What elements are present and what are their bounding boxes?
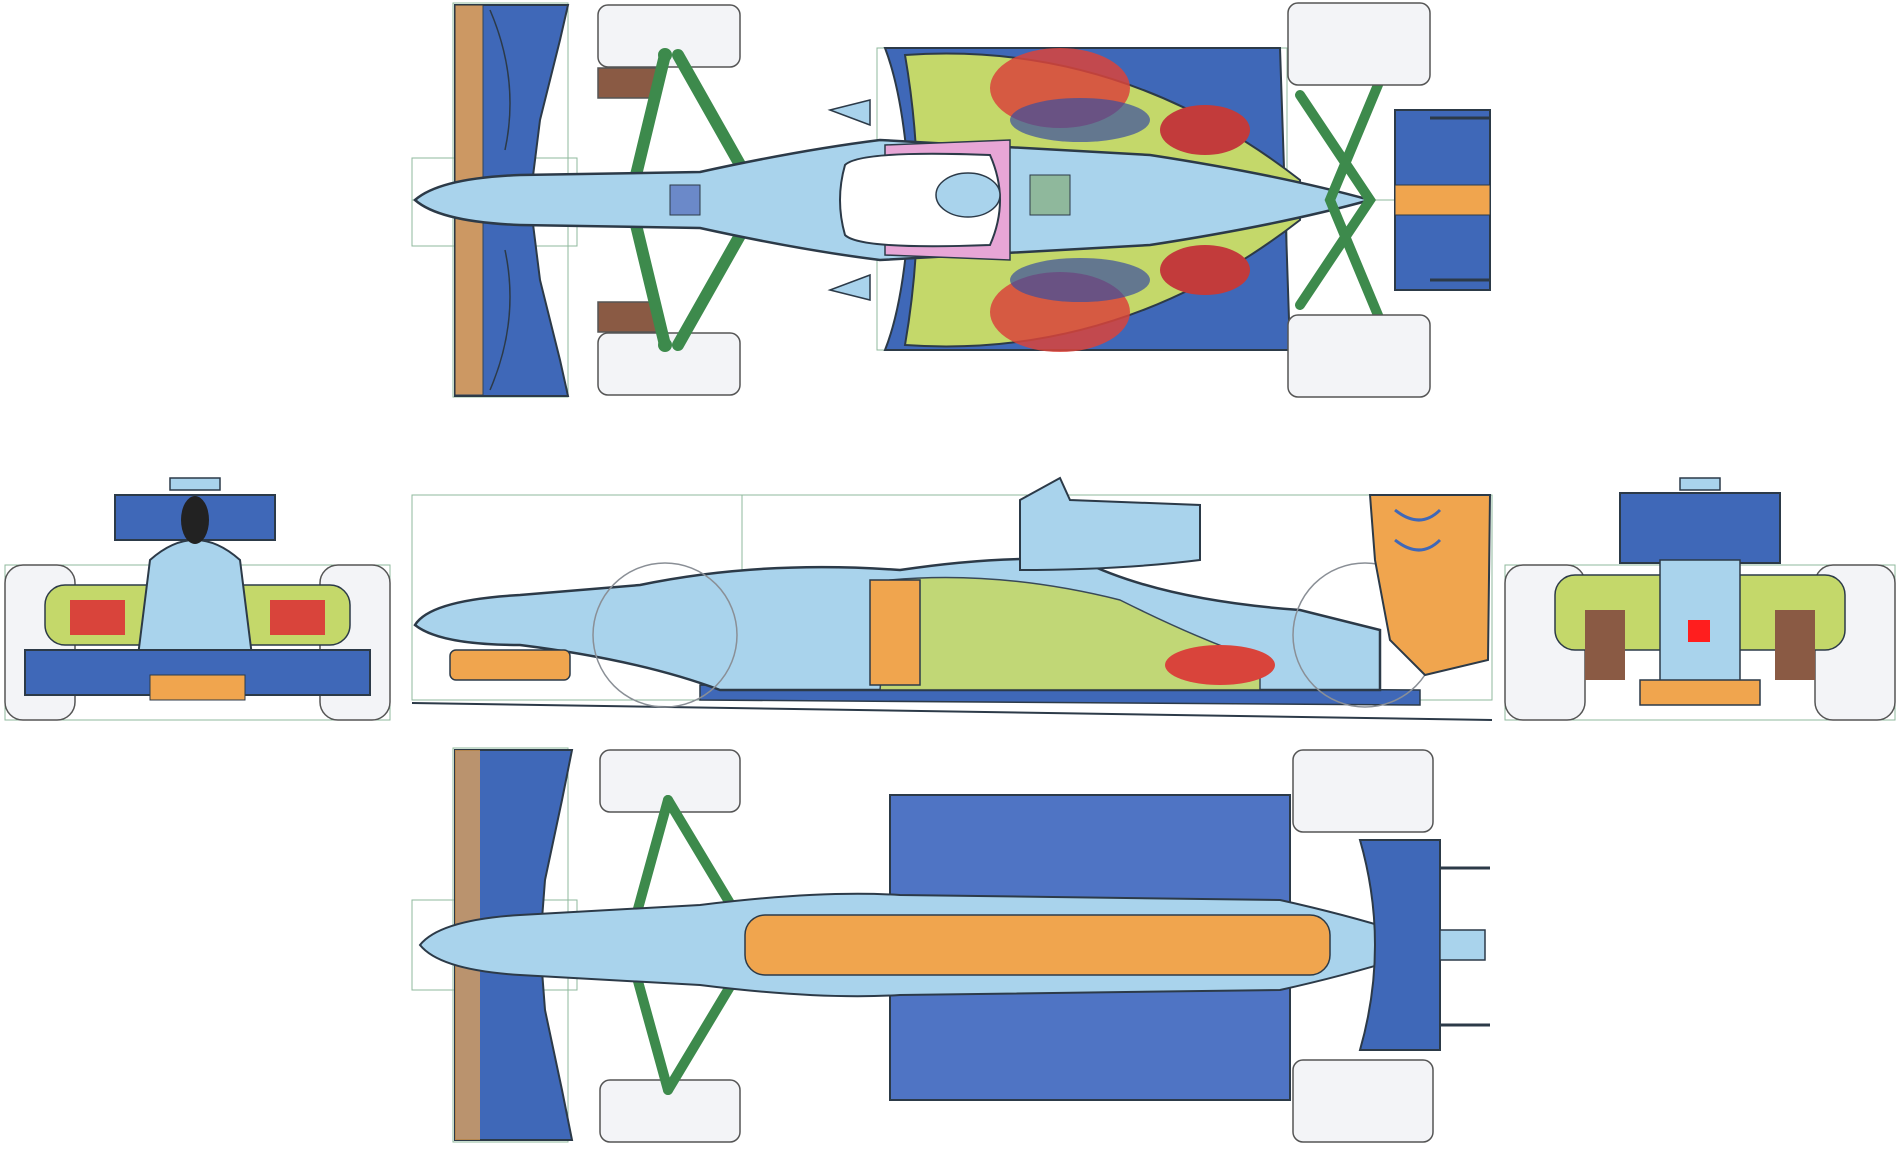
front-view-right-radiator	[270, 600, 325, 635]
rear-rain-light	[1688, 620, 1710, 642]
rear-view-rear-wing	[1619, 492, 1781, 564]
bottom-view	[411, 747, 1490, 1143]
front-view	[4, 477, 391, 721]
top-rear-tyres	[1287, 2, 1431, 398]
bottom-diffuser	[1358, 839, 1441, 1051]
front-view-airbox	[181, 496, 209, 544]
side-front-wheel	[592, 562, 738, 708]
front-view-nose-tip	[149, 674, 246, 701]
rear-view-camera-pod	[1679, 477, 1721, 491]
side-exhaust-cooler	[1165, 645, 1275, 685]
bottom-exhaust	[1439, 929, 1486, 961]
rear-view	[1504, 477, 1896, 721]
front-view-camera-pod	[169, 477, 221, 491]
side-rear-wing-endplate	[1368, 494, 1492, 677]
rear-view-diffuser	[1639, 679, 1761, 706]
front-view-left-radiator	[70, 600, 125, 635]
top-front-tyres	[597, 4, 741, 396]
side-impact-structure	[869, 579, 921, 686]
side-front-wing	[449, 649, 571, 681]
side-engine-cover	[1019, 476, 1201, 572]
top-rear-suspension	[1295, 75, 1385, 325]
front-view-chassis	[133, 539, 257, 681]
bottom-skid-plank	[744, 914, 1331, 976]
side-view	[411, 476, 1493, 721]
top-view	[411, 2, 1491, 398]
rear-view-right-brake	[1775, 610, 1815, 680]
bottom-tyres	[599, 749, 1434, 1143]
rear-view-left-brake	[1585, 610, 1625, 680]
top-rear-wing	[1394, 109, 1491, 291]
top-chassis	[413, 99, 1375, 301]
